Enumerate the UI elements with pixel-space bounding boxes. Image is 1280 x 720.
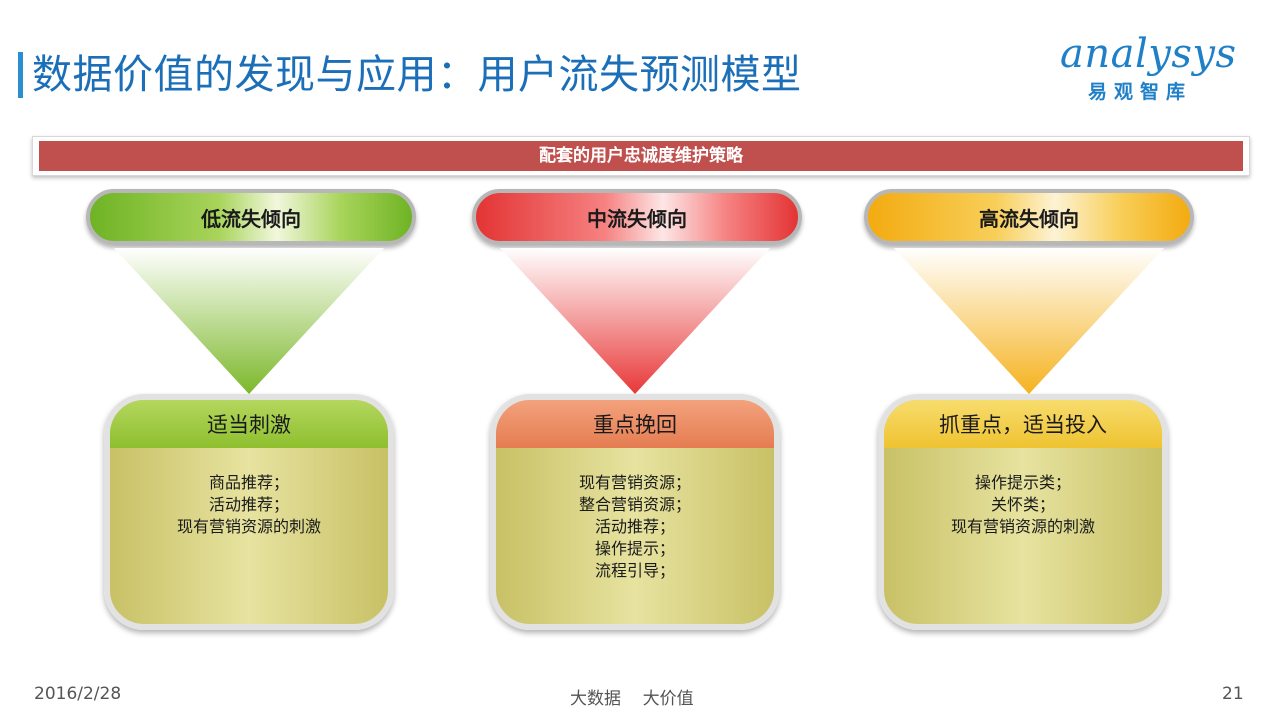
strategy-banner-label: 配套的用户忠诚度维护策略 [39,141,1243,171]
low-churn-measures: 商品推荐； 活动推荐； 现有营销资源的刺激 [110,448,388,538]
high-churn-measures: 操作提示类； 关怀类； 现有营销资源的刺激 [884,448,1162,538]
high-measure-item: 关怀类； [990,495,1055,514]
low-churn-funnel [114,248,384,394]
low-churn-action-heading: 适当刺激 [110,400,388,448]
analysys-logo: analysys 易观智库 [1058,32,1254,112]
low-measure-item: 活动推荐； [208,495,289,514]
high-churn-strategy-card: 抓重点，适当投入 操作提示类； 关怀类； 现有营销资源的刺激 [878,394,1168,630]
low-churn-strategy-card: 适当刺激 商品推荐； 活动推荐； 现有营销资源的刺激 [104,394,394,630]
mid-churn-tendency-pill: 中流失倾向 [472,189,802,245]
high-measure-item: 操作提示类； [974,473,1071,492]
title-accent-bar [18,52,23,98]
mid-measure-item: 活动推荐； [594,517,675,536]
logo-wordmark: analysys [1060,31,1237,77]
page-title: 数据价值的发现与应用：用户流失预测模型 [32,52,802,98]
low-funnel-triangle [114,248,384,394]
mid-measure-item: 整合营销资源； [578,495,691,514]
high-churn-action-heading: 抓重点，适当投入 [884,400,1162,448]
high-measure-item: 现有营销资源的刺激 [950,517,1095,536]
strategy-banner: 配套的用户忠诚度维护策略 [32,136,1250,176]
high-churn-funnel [894,248,1164,394]
mid-funnel-triangle [500,248,770,394]
low-measure-item: 商品推荐； [208,473,289,492]
page-number: 21 [1222,684,1244,704]
high-funnel-triangle [894,248,1164,394]
mid-churn-strategy-card: 重点挽回 现有营销资源； 整合营销资源； 活动推荐； 操作提示； 流程引导； [490,394,780,630]
footer-slogan: 大数据 大价值 [570,689,694,709]
mid-measure-item: 操作提示； [594,539,675,558]
footer-date: 2016/2/28 [34,684,122,704]
high-churn-tendency-pill: 高流失倾向 [864,189,1194,245]
mid-churn-action-heading: 重点挽回 [496,400,774,448]
low-measure-item: 现有营销资源的刺激 [176,517,321,536]
mid-churn-funnel [500,248,770,394]
low-churn-tendency-pill: 低流失倾向 [86,189,416,245]
mid-churn-measures: 现有营销资源； 整合营销资源； 活动推荐； 操作提示； 流程引导； [496,448,774,582]
mid-measure-item: 流程引导； [594,561,675,580]
mid-measure-item: 现有营销资源； [578,473,691,492]
logo-chinese-name: 易观智库 [1088,81,1193,103]
